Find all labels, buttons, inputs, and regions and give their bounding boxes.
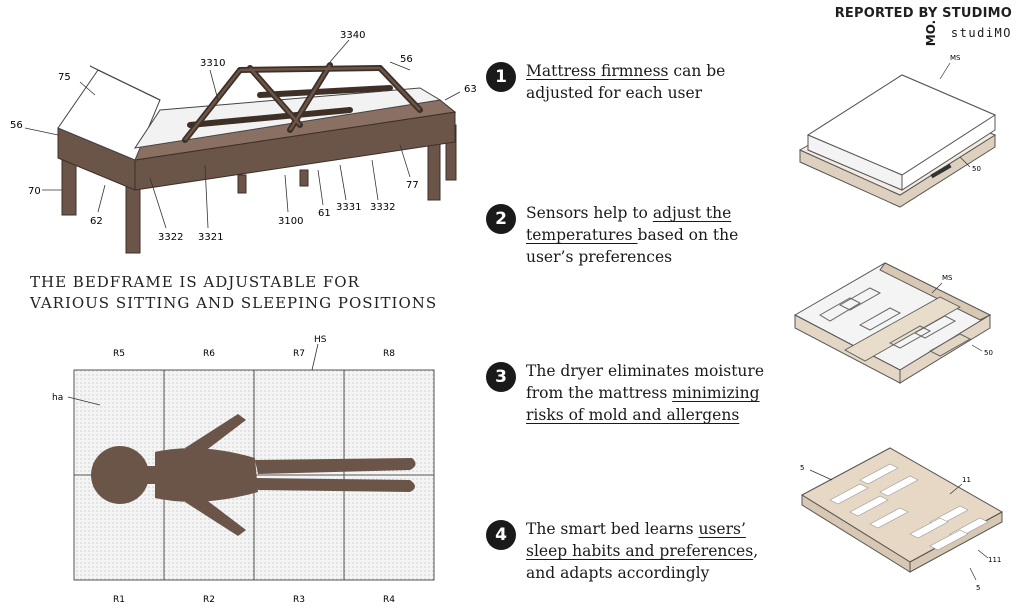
feature-text-part: based on the user’s preferences [526, 226, 739, 266]
logo-text: studiMO [950, 26, 1012, 40]
feature-text-part: minimizing risks of mold and allergens [526, 384, 760, 424]
pad-label: 111 [988, 556, 1001, 564]
bed-label: 62 [90, 216, 103, 227]
reported-by-label: REPORTED BY STUDIMO [834, 6, 1012, 21]
bed-leg [299, 169, 309, 187]
grid-label: R1 [113, 595, 125, 605]
feature-text-part: Sensors help to [526, 204, 653, 222]
bed-label: 3322 [158, 232, 183, 243]
feature-item: 4 The smart bed learns users’ sleep habi… [486, 518, 786, 584]
pad-label: 5 [800, 464, 804, 472]
mattress-label: 50 [972, 165, 981, 173]
feature-text: The dryer eliminates moisture from the m… [526, 360, 786, 426]
feature-number-badge: 3 [486, 362, 516, 392]
pad-label: 11 [962, 476, 971, 484]
feature-number-badge: 1 [486, 62, 516, 92]
bed-leg [237, 174, 247, 194]
grid-label: R4 [383, 595, 395, 605]
bed-label: 3310 [200, 58, 225, 69]
bed-label: 77 [406, 180, 419, 191]
mattress-illustration: MS 50 [798, 54, 997, 208]
bed-label: 56 [400, 54, 413, 65]
bed-leg [61, 159, 77, 216]
feature-item: 3 The dryer eliminates moisture from the… [486, 360, 786, 426]
feature-text-part: Mattress firmness [526, 62, 669, 80]
bed-label: 3331 [336, 202, 361, 213]
grid-label: R7 [293, 349, 305, 359]
pressure-grid-diagram: HS ha R5 R6 R7 R8 R1 R2 R3 R4 [52, 335, 435, 605]
feature-text-part: , and adapts accordingly [526, 542, 759, 582]
feature-item: 2 Sensors help to adjust the temperature… [486, 202, 786, 268]
mattress-label: MS [950, 54, 961, 62]
feature-number-badge: 2 [486, 204, 516, 234]
logo-mark: MO. [924, 19, 939, 47]
bed-label: 63 [464, 84, 477, 95]
grid-label: R5 [113, 349, 125, 359]
sensor-pad-illustration: 5 11 111 5 [800, 447, 1004, 592]
bed-label: 70 [28, 186, 41, 197]
pad-label: 5 [976, 584, 980, 592]
caption-line: THE BEDFRAME IS ADJUSTABLE FOR [30, 273, 360, 291]
feature-text-part: The smart bed learns [526, 520, 699, 538]
feature-text-part: The dryer eliminates moisture from the m… [526, 362, 765, 402]
bed-label: 61 [318, 208, 331, 219]
bed-label: 3340 [340, 30, 365, 41]
caption-line: VARIOUS SITTING AND SLEEPING POSITIONS [30, 294, 438, 312]
grid-label: R2 [203, 595, 215, 605]
bedframe-caption: THE BEDFRAME IS ADJUSTABLE FOR VARIOUS S… [30, 272, 490, 314]
grid-label: R6 [203, 349, 215, 359]
tray-label: 50 [984, 349, 993, 357]
feature-text: The smart bed learns users’ sleep habits… [526, 518, 786, 584]
studimo-logo: MO. studiMO [918, 20, 1012, 46]
bed-label: 56 [10, 120, 23, 131]
dryer-tray-illustration: MS 50 [793, 262, 993, 384]
feature-number-badge: 4 [486, 520, 516, 550]
feature-item: 1 Mattress firmness can be adjusted for … [486, 60, 786, 104]
bed-label: 3321 [198, 232, 223, 243]
feature-text-part: users’ sleep habits and preferences [526, 520, 754, 560]
grid-label: R3 [293, 595, 305, 605]
bed-label: 3100 [278, 216, 303, 227]
feature-text: Sensors help to adjust the temperatures … [526, 202, 786, 268]
body-silhouette [91, 414, 416, 536]
bedframe-illustration: 3340 3310 56 75 63 56 70 62 3322 3321 31… [10, 30, 477, 254]
feature-text-part: can be adjusted for each user [526, 62, 726, 102]
feature-text-part: adjust the temperatures [526, 204, 732, 244]
tray-label: MS [942, 274, 953, 282]
grid-label: R8 [383, 349, 395, 359]
grid-label: ha [52, 393, 63, 403]
bed-label: 3332 [370, 202, 395, 213]
bed-label: 75 [58, 72, 71, 83]
feature-text: Mattress firmness can be adjusted for ea… [526, 60, 786, 104]
grid-label: HS [314, 335, 327, 345]
